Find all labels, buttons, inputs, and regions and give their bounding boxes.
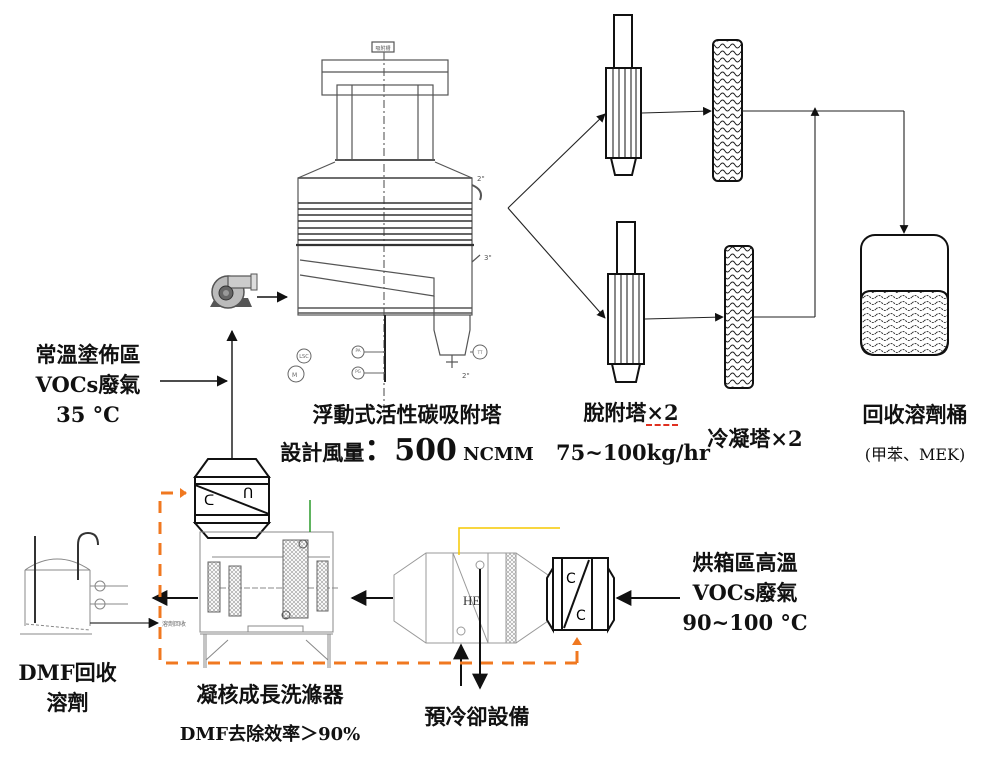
recovered-solvent-tank xyxy=(860,234,949,356)
oven-voc-source-label: 烘箱區高溫 VOCs廢氣 90~100 °C xyxy=(682,550,808,635)
condenser-unit-c xyxy=(192,458,272,539)
desorber-tower-1 xyxy=(605,14,642,176)
motor-bubble xyxy=(287,365,305,383)
lsc-tag: LSC xyxy=(299,354,309,360)
adsorber-label: 浮動式活性碳吸附塔 設計風量：500 NCMM xyxy=(280,402,534,468)
condenser-label: 冷凝塔×2 xyxy=(707,426,803,451)
pg-tag: PG xyxy=(355,369,361,374)
condenser-c-glyph-1: ᑕ xyxy=(204,493,214,509)
nucleation-growth-scrubber xyxy=(199,531,338,668)
condenser-c-glyph-2: ᑎ xyxy=(243,486,253,502)
pa-tag: PA xyxy=(356,348,361,353)
activated-carbon-adsorption-tower xyxy=(296,41,482,420)
tt-tag: TT xyxy=(477,350,483,355)
inlet-condenser-tag-1: C xyxy=(566,571,576,587)
condenser-outlet-piping xyxy=(742,107,909,318)
heat-exchanger-tag: HE xyxy=(463,593,480,608)
instrument-bubbles xyxy=(287,344,488,383)
desorber-tower-2 xyxy=(607,221,645,383)
tower-top-tag-box xyxy=(371,41,395,53)
nozzle-tag-3: 2" xyxy=(462,372,470,380)
solvent-recovery-pipe-tag: 溶劑回收 xyxy=(162,620,186,628)
hot-water-line xyxy=(458,527,560,555)
ambient-voc-source-label: 常溫塗佈區 VOCs廢氣 35 °C xyxy=(35,342,141,427)
desorber-feed-lines xyxy=(507,113,606,319)
bypass-arrow-head-2 xyxy=(572,637,582,645)
blower-fan-icon xyxy=(210,273,258,309)
m-tag: M xyxy=(292,372,297,379)
level-switch-bubble xyxy=(296,348,312,364)
bypass-arrow-head-1 xyxy=(180,488,187,498)
desorber1-to-condenser1-arrow xyxy=(641,106,712,116)
recovery-tank-label: 回收溶劑桶 (甲苯、MEK) xyxy=(862,402,968,464)
tower-top-tag: 吸附槽 xyxy=(375,45,390,52)
desorber-label: 脫附塔×2 75~100kg/hr xyxy=(556,400,710,465)
nozzle-tag-2: 3" xyxy=(484,254,492,262)
condenser-tower-1 xyxy=(712,39,743,182)
condenser-tower-2 xyxy=(724,245,754,389)
precooler-heat-exchanger xyxy=(393,552,549,644)
precooler-label: 預冷卻設備 xyxy=(424,704,530,729)
scrubber-label: 凝核成長洗滌器 DMF去除效率＞90% xyxy=(179,682,361,745)
inlet-condenser-tag-2: C xyxy=(576,608,586,624)
nozzle-tag-1: 2" xyxy=(477,175,485,183)
dmf-recovery-label: DMF回收 溶劑 xyxy=(18,660,117,715)
inlet-condenser-unit xyxy=(546,557,615,634)
dmf-recovery-tank xyxy=(20,531,128,635)
desorber2-to-condenser2-arrow xyxy=(644,312,724,322)
bypass-dashed-line xyxy=(158,491,579,665)
